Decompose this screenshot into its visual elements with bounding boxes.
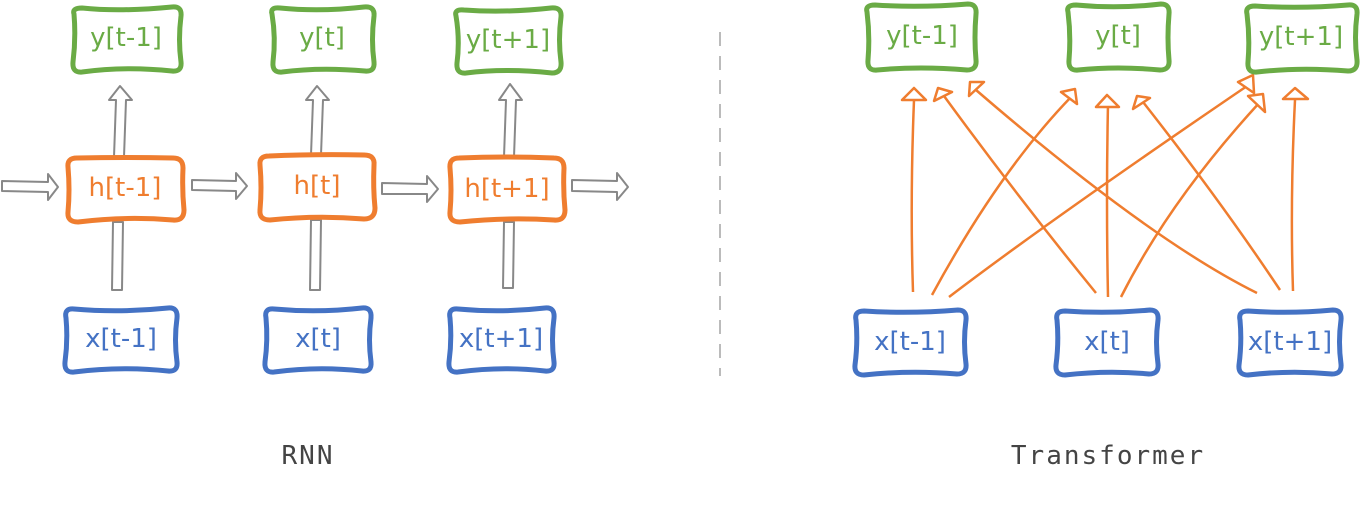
arrowhead-icon <box>1281 86 1310 101</box>
arrowhead-icon <box>1131 94 1152 111</box>
input-to-hidden-arrow <box>111 221 124 291</box>
arrowhead-icon <box>1059 87 1079 106</box>
attention-line <box>1142 101 1282 291</box>
output-label: y[t+1] <box>1259 22 1343 52</box>
rnn-vertical-arrows <box>108 83 523 291</box>
attention-line <box>942 95 1097 294</box>
input-to-hidden-arrow <box>502 221 515 289</box>
rnn-input-x-t-1: x[t-1] <box>62 305 180 375</box>
input-label: x[t+1] <box>1248 327 1332 357</box>
recurrent-arrow <box>1 173 59 201</box>
transformer-panel: y[t-1] y[t] y[t+1] x[t-1] x[t] x[t+1] Tr… <box>852 1 1360 471</box>
output-label: y[t] <box>299 23 345 53</box>
rnn-hidden-h-t+1: h[t+1] <box>447 154 568 225</box>
rnn-hidden-h-t: h[t] <box>257 152 378 223</box>
arrowhead-icon <box>1094 93 1121 109</box>
attention-arrows <box>900 73 1310 298</box>
transformer-caption: Transformer <box>1011 441 1205 471</box>
hidden-to-output-arrow <box>498 83 523 158</box>
hidden-to-output-arrow <box>305 85 330 156</box>
output-label: y[t+1] <box>466 25 550 55</box>
rnn-caption: RNN <box>282 441 335 471</box>
rnn-hidden-h-t-1: h[t-1] <box>65 155 187 225</box>
attention-line <box>1290 99 1297 292</box>
transformer-input-x-t+1: x[t+1] <box>1236 307 1344 378</box>
arrowhead-icon <box>967 80 986 98</box>
rnn-output-y-t+1: y[t+1] <box>453 5 564 76</box>
rnn-input-x-t+1: x[t+1] <box>446 305 557 375</box>
hidden-label: h[t+1] <box>464 174 549 204</box>
output-label: y[t-1] <box>90 23 162 53</box>
transformer-output-y-t+1: y[t+1] <box>1244 2 1360 75</box>
arrowhead-icon <box>932 86 954 103</box>
arrowhead-icon <box>900 86 928 102</box>
rnn-output-y-t: y[t] <box>269 4 377 75</box>
hidden-label: h[t-1] <box>89 173 162 203</box>
rnn-output-y-t-1: y[t-1] <box>70 4 184 75</box>
transformer-output-y-t: y[t] <box>1065 1 1172 73</box>
recurrent-arrow <box>191 172 248 200</box>
attention-line <box>930 95 1073 296</box>
attention-line <box>948 82 1251 298</box>
transformer-output-y-t-1: y[t-1] <box>864 1 979 73</box>
arrowhead-icon <box>1236 73 1256 95</box>
input-label: x[t-1] <box>85 324 157 354</box>
transformer-input-x-t: x[t] <box>1053 307 1161 378</box>
input-label: x[t] <box>295 324 341 354</box>
input-label: x[t-1] <box>874 327 946 357</box>
attention-line <box>1119 101 1261 298</box>
input-label: x[t+1] <box>459 324 543 354</box>
attention-line <box>975 89 1258 295</box>
arrowhead-icon <box>1246 92 1267 114</box>
hidden-to-output-arrow <box>108 85 133 158</box>
attention-line <box>910 99 916 293</box>
attention-line <box>1105 103 1110 298</box>
input-label: x[t] <box>1084 327 1130 357</box>
hidden-label: h[t] <box>294 171 341 201</box>
rnn-input-x-t: x[t] <box>262 305 374 375</box>
output-label: y[t] <box>1095 21 1141 51</box>
recurrent-arrow <box>571 172 629 201</box>
output-label: y[t-1] <box>886 21 958 51</box>
transformer-input-x-t-1: x[t-1] <box>852 307 969 378</box>
input-to-hidden-arrow <box>309 219 322 291</box>
rnn-panel: y[t-1] y[t] y[t+1] h[t-1] h[t] h[t+1] x[… <box>1 4 629 471</box>
recurrent-arrow <box>381 175 439 203</box>
rnn-recurrent-arrows <box>1 172 629 203</box>
